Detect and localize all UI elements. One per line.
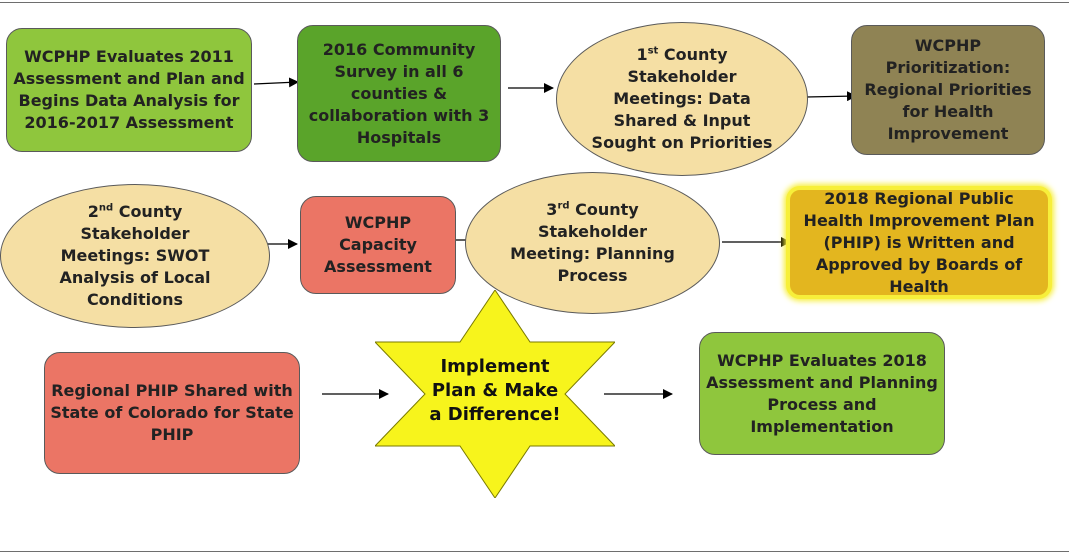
node-second-stakeholder-line-3: Meetings: SWOT [60, 246, 210, 265]
node-third-stakeholder-line-2: Stakeholder [537, 222, 648, 241]
node-evaluate-2011-line-2: Assessment and Plan and [13, 69, 245, 88]
node-capacity-line-1: WCPHP [344, 213, 412, 232]
node-second-stakeholder-line-5: Conditions [86, 290, 184, 309]
node-regional-phip-written: 2018 Regional Public Health Improvement … [786, 186, 1052, 299]
arrow-n1-n2 [253, 77, 299, 88]
node-second-stakeholder-line-4: Analysis of Local [59, 268, 211, 287]
node-capacity-assessment: WCPHP Capacity Assessment [300, 196, 456, 294]
bottom-border [0, 551, 1069, 552]
ordinal-suffix-rd: rd [557, 200, 570, 212]
node-third-stakeholder-line-4: Process [557, 266, 628, 285]
node-evaluate-2018-line-3: Process and [767, 394, 877, 414]
node-third-stakeholder-line-1: County [569, 200, 639, 219]
node-capacity-line-3: Assessment [324, 257, 432, 276]
node-community-survey: 2016 Community Survey in all 6 counties … [297, 25, 501, 162]
node-second-stakeholder-meetings: 2nd County Stakeholder Meetings: SWOT An… [0, 184, 270, 328]
node-phip-shared-line-1: Regional PHIP Shared with [51, 381, 293, 400]
node-community-survey-line-2: Survey in all 6 [334, 61, 464, 81]
node-phip-shared-line-2: State of Colorado for State [50, 403, 294, 422]
node-evaluate-2011-line-3: Begins Data Analysis for [18, 91, 240, 110]
node-evaluate-2018-line-1: WCPHP Evaluates 2018 [717, 350, 927, 370]
node-capacity-line-2: Capacity [339, 235, 417, 254]
node-prioritization-line-2: Prioritization: [885, 58, 1011, 77]
node-community-survey-line-1: 2016 Community [322, 39, 476, 59]
ordinal-suffix-nd: nd [98, 202, 114, 214]
node-third-stakeholder-line-3: Meeting: Planning [510, 244, 675, 263]
node-evaluate-2018-line-4: Implementation [750, 416, 894, 436]
node-first-stakeholder-line-1: County [658, 45, 728, 64]
node-phip-written-line-1: 2018 Regional Public [824, 188, 1014, 208]
node-prioritization-line-1: WCPHP [914, 36, 982, 55]
node-first-stakeholder-line-5: Sought on Priorities [591, 133, 773, 152]
node-prioritization-line-4: for Health [902, 102, 994, 121]
node-phip-shared-with-state: Regional PHIP Shared with State of Color… [44, 352, 300, 474]
node-first-stakeholder-line-2: Stakeholder [627, 67, 737, 86]
node-phip-written-line-4: Approved by Boards of [815, 254, 1023, 274]
node-evaluate-2011-line-4: 2016-2017 Assessment [24, 113, 234, 132]
node-prioritization-line-3: Regional Priorities [864, 80, 1032, 99]
node-community-survey-line-5: Hospitals [356, 127, 442, 147]
node-first-stakeholder-line-4: Shared & Input [613, 111, 751, 130]
node-prioritization-line-5: Improvement [887, 124, 1009, 143]
node-phip-written-line-2: Health Improvement Plan [803, 210, 1035, 230]
arrow-n3-n4 [805, 91, 857, 102]
node-prioritization: WCPHP Prioritization: Regional Prioritie… [851, 25, 1045, 155]
node-phip-shared-line-3: PHIP [150, 425, 194, 444]
node-implement-line-2: Plan & Make [431, 380, 559, 401]
node-community-survey-line-4: collaboration with 3 [308, 105, 490, 125]
node-phip-written-line-5: Health [889, 276, 949, 296]
node-second-stakeholder-line-2: Stakeholder [80, 224, 190, 243]
ordinal-2: 2 [87, 202, 99, 221]
implement-star-shape [375, 290, 615, 498]
node-implement-line-3: a Difference! [429, 404, 561, 425]
node-evaluate-2011-line-1: WCPHP Evaluates 2011 [24, 47, 234, 66]
node-community-survey-line-3: counties & [350, 83, 448, 103]
node-phip-written-line-3: (PHIP) is Written and [823, 232, 1015, 252]
ordinal-3: 3 [546, 200, 558, 219]
node-first-stakeholder-meetings: 1st County Stakeholder Meetings: Data Sh… [556, 22, 808, 176]
ordinal-suffix-st: st [647, 45, 659, 57]
node-evaluate-2018: WCPHP Evaluates 2018 Assessment and Plan… [699, 332, 945, 455]
node-third-stakeholder-meeting: 3rd County Stakeholder Meeting: Planning… [465, 172, 720, 314]
top-border [0, 2, 1069, 3]
node-evaluate-2011: WCPHP Evaluates 2011 Assessment and Plan… [6, 28, 252, 152]
ordinal-1: 1 [636, 45, 648, 64]
node-implement-plan: Implement Plan & Make a Difference! [375, 355, 615, 427]
node-second-stakeholder-line-1: County [113, 202, 183, 221]
node-first-stakeholder-line-3: Meetings: Data [613, 89, 751, 108]
node-implement-line-1: Implement [440, 356, 550, 377]
node-evaluate-2018-line-2: Assessment and Planning [706, 372, 938, 392]
